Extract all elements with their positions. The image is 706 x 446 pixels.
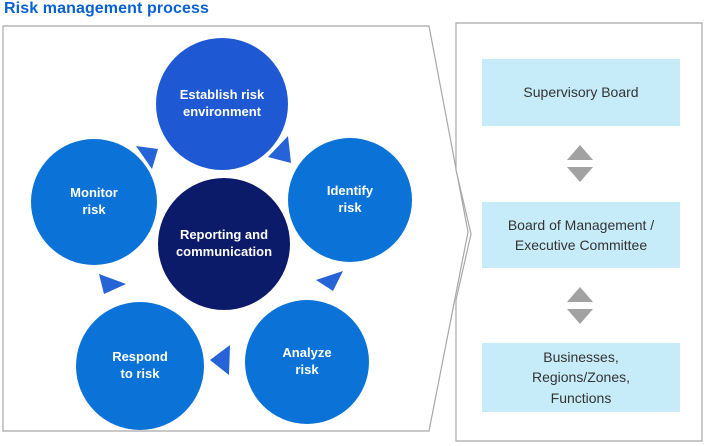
up-arrow-icon bbox=[567, 145, 593, 160]
org-box-board-of-management: Board of Management / Executive Committe… bbox=[482, 202, 680, 268]
org-box-line: Supervisory Board bbox=[523, 84, 639, 101]
circle-label-line: environment bbox=[182, 104, 261, 119]
circle-label-line: Identify bbox=[326, 183, 374, 199]
circle-label-line: Reporting and bbox=[179, 227, 269, 243]
flow-arrow-identify-analyze-icon bbox=[316, 271, 343, 291]
down-arrow-icon bbox=[567, 309, 593, 324]
updown-arrow-icon bbox=[567, 287, 593, 324]
circle-label-line: Monitor bbox=[70, 185, 118, 201]
circle-identify-risk: Identify risk bbox=[288, 138, 412, 262]
org-box-businesses-regions-functions: Businesses, Regions/Zones, Functions bbox=[482, 343, 680, 412]
down-arrow-icon bbox=[567, 167, 593, 182]
circle-label-line: risk bbox=[338, 200, 362, 215]
page-title: Risk management process bbox=[4, 0, 210, 17]
circle-label-line: to risk bbox=[120, 366, 160, 381]
org-box-line: Functions bbox=[550, 389, 612, 406]
org-box-line: Executive Committee bbox=[514, 237, 648, 253]
flow-arrow-monitor-establish-icon bbox=[136, 146, 158, 169]
org-box-line: Board of Management / bbox=[507, 216, 655, 233]
circle-reporting-and-communication: Reporting and communication bbox=[158, 178, 290, 310]
circle-respond-to-risk: Respond to risk bbox=[76, 302, 204, 430]
circle-analyze-risk: Analyze risk bbox=[245, 300, 369, 424]
circle-label-line: communication bbox=[175, 244, 273, 259]
circle-label-line: risk bbox=[82, 202, 106, 217]
circle-label-line: risk bbox=[295, 362, 319, 377]
updown-arrow-icon bbox=[567, 145, 593, 182]
flow-arrow-respond-monitor-icon bbox=[99, 274, 126, 294]
org-box-line: Businesses, bbox=[543, 349, 619, 366]
circle-label-line: Analyze bbox=[282, 345, 332, 361]
up-arrow-icon bbox=[567, 287, 593, 302]
org-box-supervisory-board: Supervisory Board bbox=[482, 59, 680, 126]
circle-label-line: Establish risk bbox=[179, 87, 265, 103]
circle-establish-risk-environment: Establish risk environment bbox=[156, 38, 288, 170]
circle-monitor-risk: Monitor risk bbox=[31, 139, 157, 265]
org-box-line: Regions/Zones, bbox=[531, 369, 631, 386]
flow-arrow-establish-identify-icon bbox=[268, 136, 291, 163]
flow-arrow-analyze-respond-icon bbox=[210, 345, 230, 375]
circle-label-line: Respond bbox=[112, 349, 168, 365]
